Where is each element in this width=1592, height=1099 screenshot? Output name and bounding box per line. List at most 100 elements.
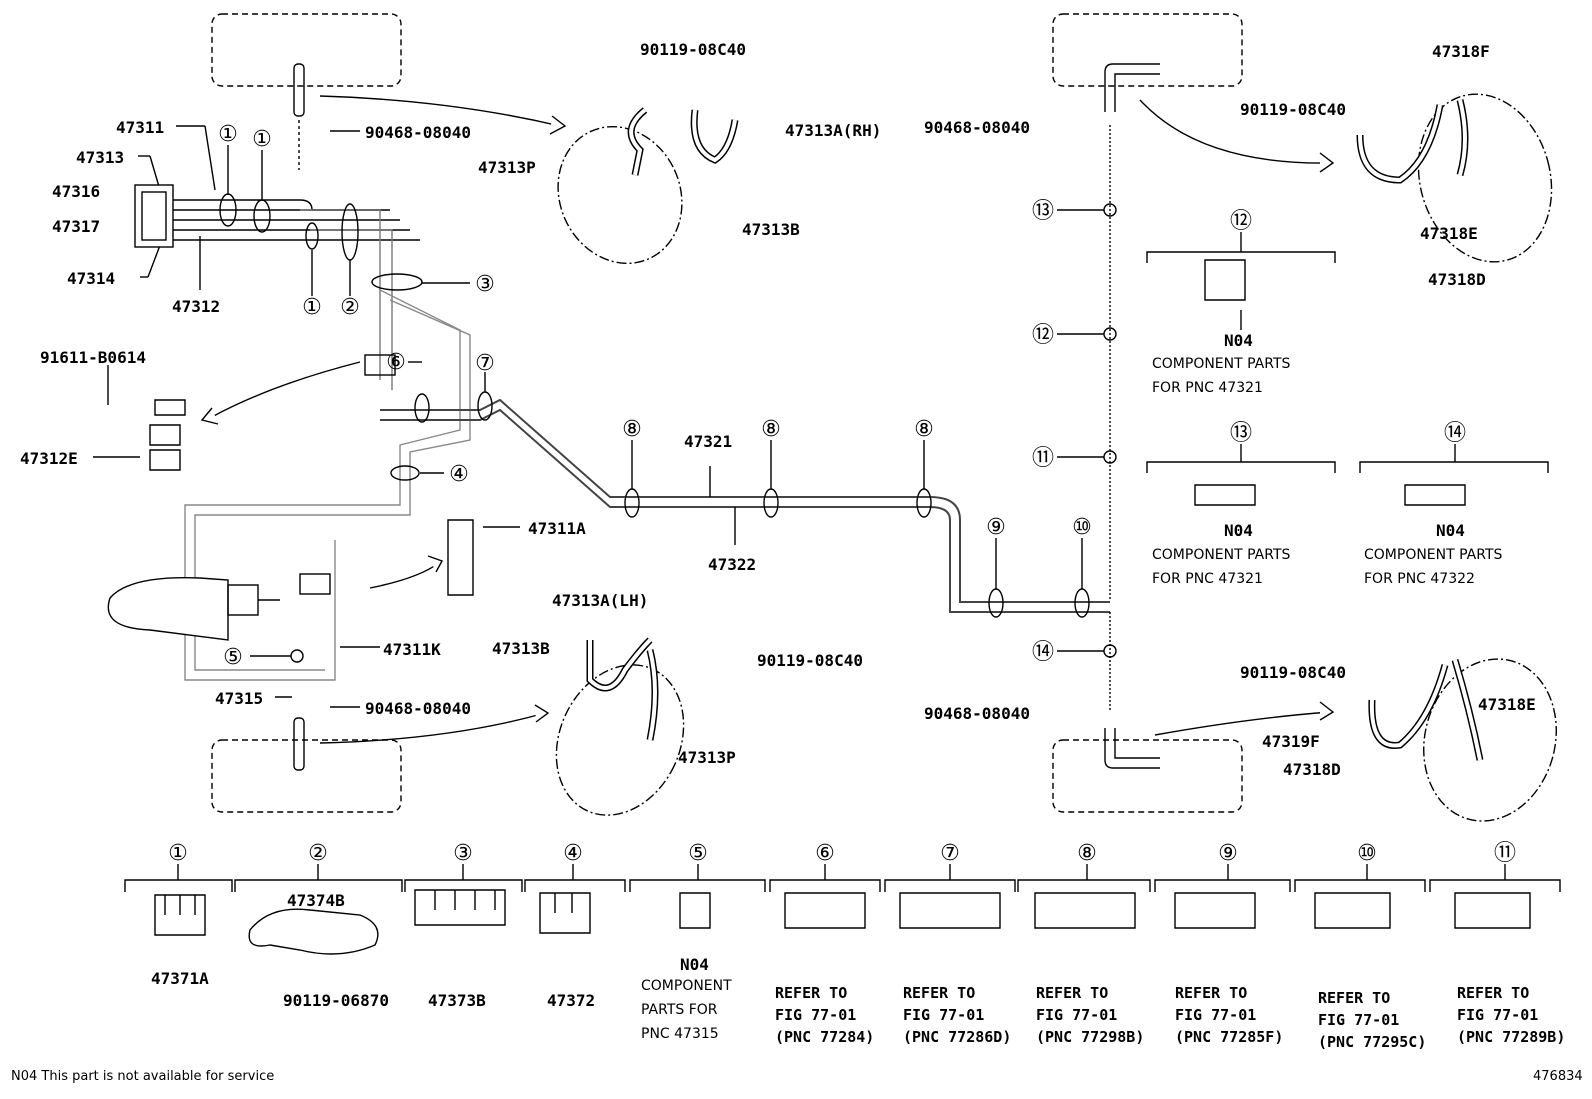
legend-callout-1: ① — [168, 841, 188, 866]
callout-10: ⑩ — [1072, 515, 1092, 540]
legend-callout-7: ⑦ — [940, 841, 960, 866]
label-47315: 47315 — [215, 689, 264, 708]
legend-callout-2: ② — [308, 841, 328, 866]
label-90119-08C40-top-right: 90119-08C40 — [1240, 100, 1346, 119]
callout-14: ⑭ — [1032, 640, 1054, 665]
legend-label-47371A: 47371A — [151, 969, 209, 988]
note-for-pnc-47321-13: FOR PNC 47321 — [1152, 571, 1263, 587]
legend-callout-8: ⑧ — [1077, 841, 1097, 866]
refer-11-line2: FIG 77-01 — [1457, 1006, 1539, 1024]
refer-8-line2: FIG 77-01 — [1036, 1006, 1118, 1024]
callout-8-c: ⑧ — [914, 417, 934, 442]
label-47319F: 47319F — [1262, 732, 1320, 751]
callout-3: ③ — [475, 272, 495, 297]
callout-4: ④ — [449, 462, 469, 487]
label-47318D-top: 47318D — [1428, 270, 1486, 289]
refer-11-line3: (PNC 77289B) — [1457, 1028, 1566, 1046]
refer-block-9: REFER TO FIG 77-01 (PNC 77285F) — [1175, 982, 1283, 1048]
label-47313B-bottom: 47313B — [492, 639, 550, 658]
note-for-pnc-47322: FOR PNC 47322 — [1364, 571, 1475, 587]
label-47313A-RH: 47313A(RH) — [785, 121, 882, 140]
label-47311A: 47311A — [528, 519, 586, 538]
callout-1-b: ① — [252, 127, 272, 152]
label-90119-08C40-bottom-right: 90119-08C40 — [1240, 663, 1346, 682]
refer-10-line3: (PNC 77295C) — [1318, 1033, 1427, 1051]
rear-left-wheel-box — [211, 739, 402, 813]
figure-id: 476834 — [1533, 1069, 1583, 1084]
refer-6-line1: REFER TO — [775, 984, 848, 1002]
label-47313P-bottom: 47313P — [678, 748, 736, 767]
callout-11: ⑪ — [1032, 446, 1054, 471]
refer-block-7: REFER TO FIG 77-01 (PNC 77286D) — [903, 982, 1011, 1048]
label-47314: 47314 — [67, 269, 116, 288]
label-90468-08040-top-left: 90468-08040 — [365, 123, 471, 142]
label-47313P-top: 47313P — [478, 158, 536, 177]
refer-block-11: REFER TO FIG 77-01 (PNC 77289B) — [1457, 982, 1565, 1048]
label-47317: 47317 — [52, 217, 101, 236]
label-47311K: 47311K — [383, 640, 441, 659]
label-N04-12: N04 — [1224, 331, 1253, 350]
rear-right-wheel-box — [1052, 739, 1243, 813]
label-47312E: 47312E — [20, 449, 78, 468]
label-47313: 47313 — [76, 148, 125, 167]
refer-block-8: REFER TO FIG 77-01 (PNC 77298B) — [1036, 982, 1144, 1048]
refer-10-line2: FIG 77-01 — [1318, 1011, 1400, 1029]
front-left-wheel-box — [211, 13, 402, 87]
label-47318E-bottom: 47318E — [1478, 695, 1536, 714]
legend-label-N04-5: N04 — [680, 955, 709, 974]
note-component-5: COMPONENT — [641, 978, 732, 994]
refer-8-line3: (PNC 77298B) — [1036, 1028, 1145, 1046]
refer-8-line1: REFER TO — [1036, 984, 1109, 1002]
legend-callout-10: ⑩ — [1357, 841, 1377, 866]
footer-note: N04 This part is not available for servi… — [11, 1069, 275, 1084]
note-for-pnc-47321-12: FOR PNC 47321 — [1152, 380, 1263, 396]
label-47313B-top: 47313B — [742, 220, 800, 239]
callout-8-a: ⑧ — [622, 417, 642, 442]
refer-9-line2: FIG 77-01 — [1175, 1006, 1257, 1024]
callout-7: ⑦ — [475, 351, 495, 376]
legend-label-47374B: 47374B — [287, 891, 345, 910]
label-47312: 47312 — [172, 297, 221, 316]
label-47322: 47322 — [708, 555, 757, 574]
refer-7-line1: REFER TO — [903, 984, 976, 1002]
refer-10-line1: REFER TO — [1318, 989, 1391, 1007]
label-47318F: 47318F — [1432, 42, 1490, 61]
legend-callout-11: ⑪ — [1494, 841, 1516, 866]
label-47318E-top: 47318E — [1420, 224, 1478, 243]
note-component-parts-13: COMPONENT PARTS — [1152, 547, 1291, 563]
refer-11-line1: REFER TO — [1457, 984, 1530, 1002]
legend-callout-4: ④ — [563, 841, 583, 866]
label-47321: 47321 — [684, 432, 733, 451]
callout-12: ⑫ — [1032, 323, 1054, 348]
legend-callout-5: ⑤ — [688, 841, 708, 866]
label-90119-08C40-top-left: 90119-08C40 — [640, 40, 746, 59]
refer-7-line2: FIG 77-01 — [903, 1006, 985, 1024]
callout-13: ⑬ — [1032, 199, 1054, 224]
legend-label-47372: 47372 — [547, 991, 596, 1010]
label-91611-B0614: 91611-B0614 — [40, 348, 146, 367]
callout-1-a: ① — [218, 122, 238, 147]
label-47316: 47316 — [52, 182, 101, 201]
callout-12-detail: ⑫ — [1230, 209, 1252, 234]
label-90119-08C40-bottom-left: 90119-08C40 — [757, 651, 863, 670]
callout-9: ⑨ — [986, 515, 1006, 540]
callout-8-b: ⑧ — [761, 417, 781, 442]
label-90468-08040-top-right: 90468-08040 — [924, 118, 1030, 137]
front-right-wheel-box — [1052, 13, 1243, 87]
callout-6: ⑥ — [386, 350, 406, 375]
note-pnc-47315: PNC 47315 — [641, 1026, 719, 1042]
legend-callout-3: ③ — [453, 841, 473, 866]
label-N04-14: N04 — [1436, 521, 1465, 540]
label-N04-13: N04 — [1224, 521, 1253, 540]
note-component-parts-14: COMPONENT PARTS — [1364, 547, 1503, 563]
legend-callout-6: ⑥ — [815, 841, 835, 866]
note-component-parts-12: COMPONENT PARTS — [1152, 356, 1291, 372]
label-47311: 47311 — [116, 118, 165, 137]
refer-block-10: REFER TO FIG 77-01 (PNC 77295C) — [1318, 987, 1426, 1053]
legend-label-47373B: 47373B — [428, 991, 486, 1010]
callout-2: ② — [340, 295, 360, 320]
label-90468-08040-bottom-left: 90468-08040 — [365, 699, 471, 718]
callout-1-c: ① — [302, 295, 322, 320]
refer-9-line1: REFER TO — [1175, 984, 1248, 1002]
